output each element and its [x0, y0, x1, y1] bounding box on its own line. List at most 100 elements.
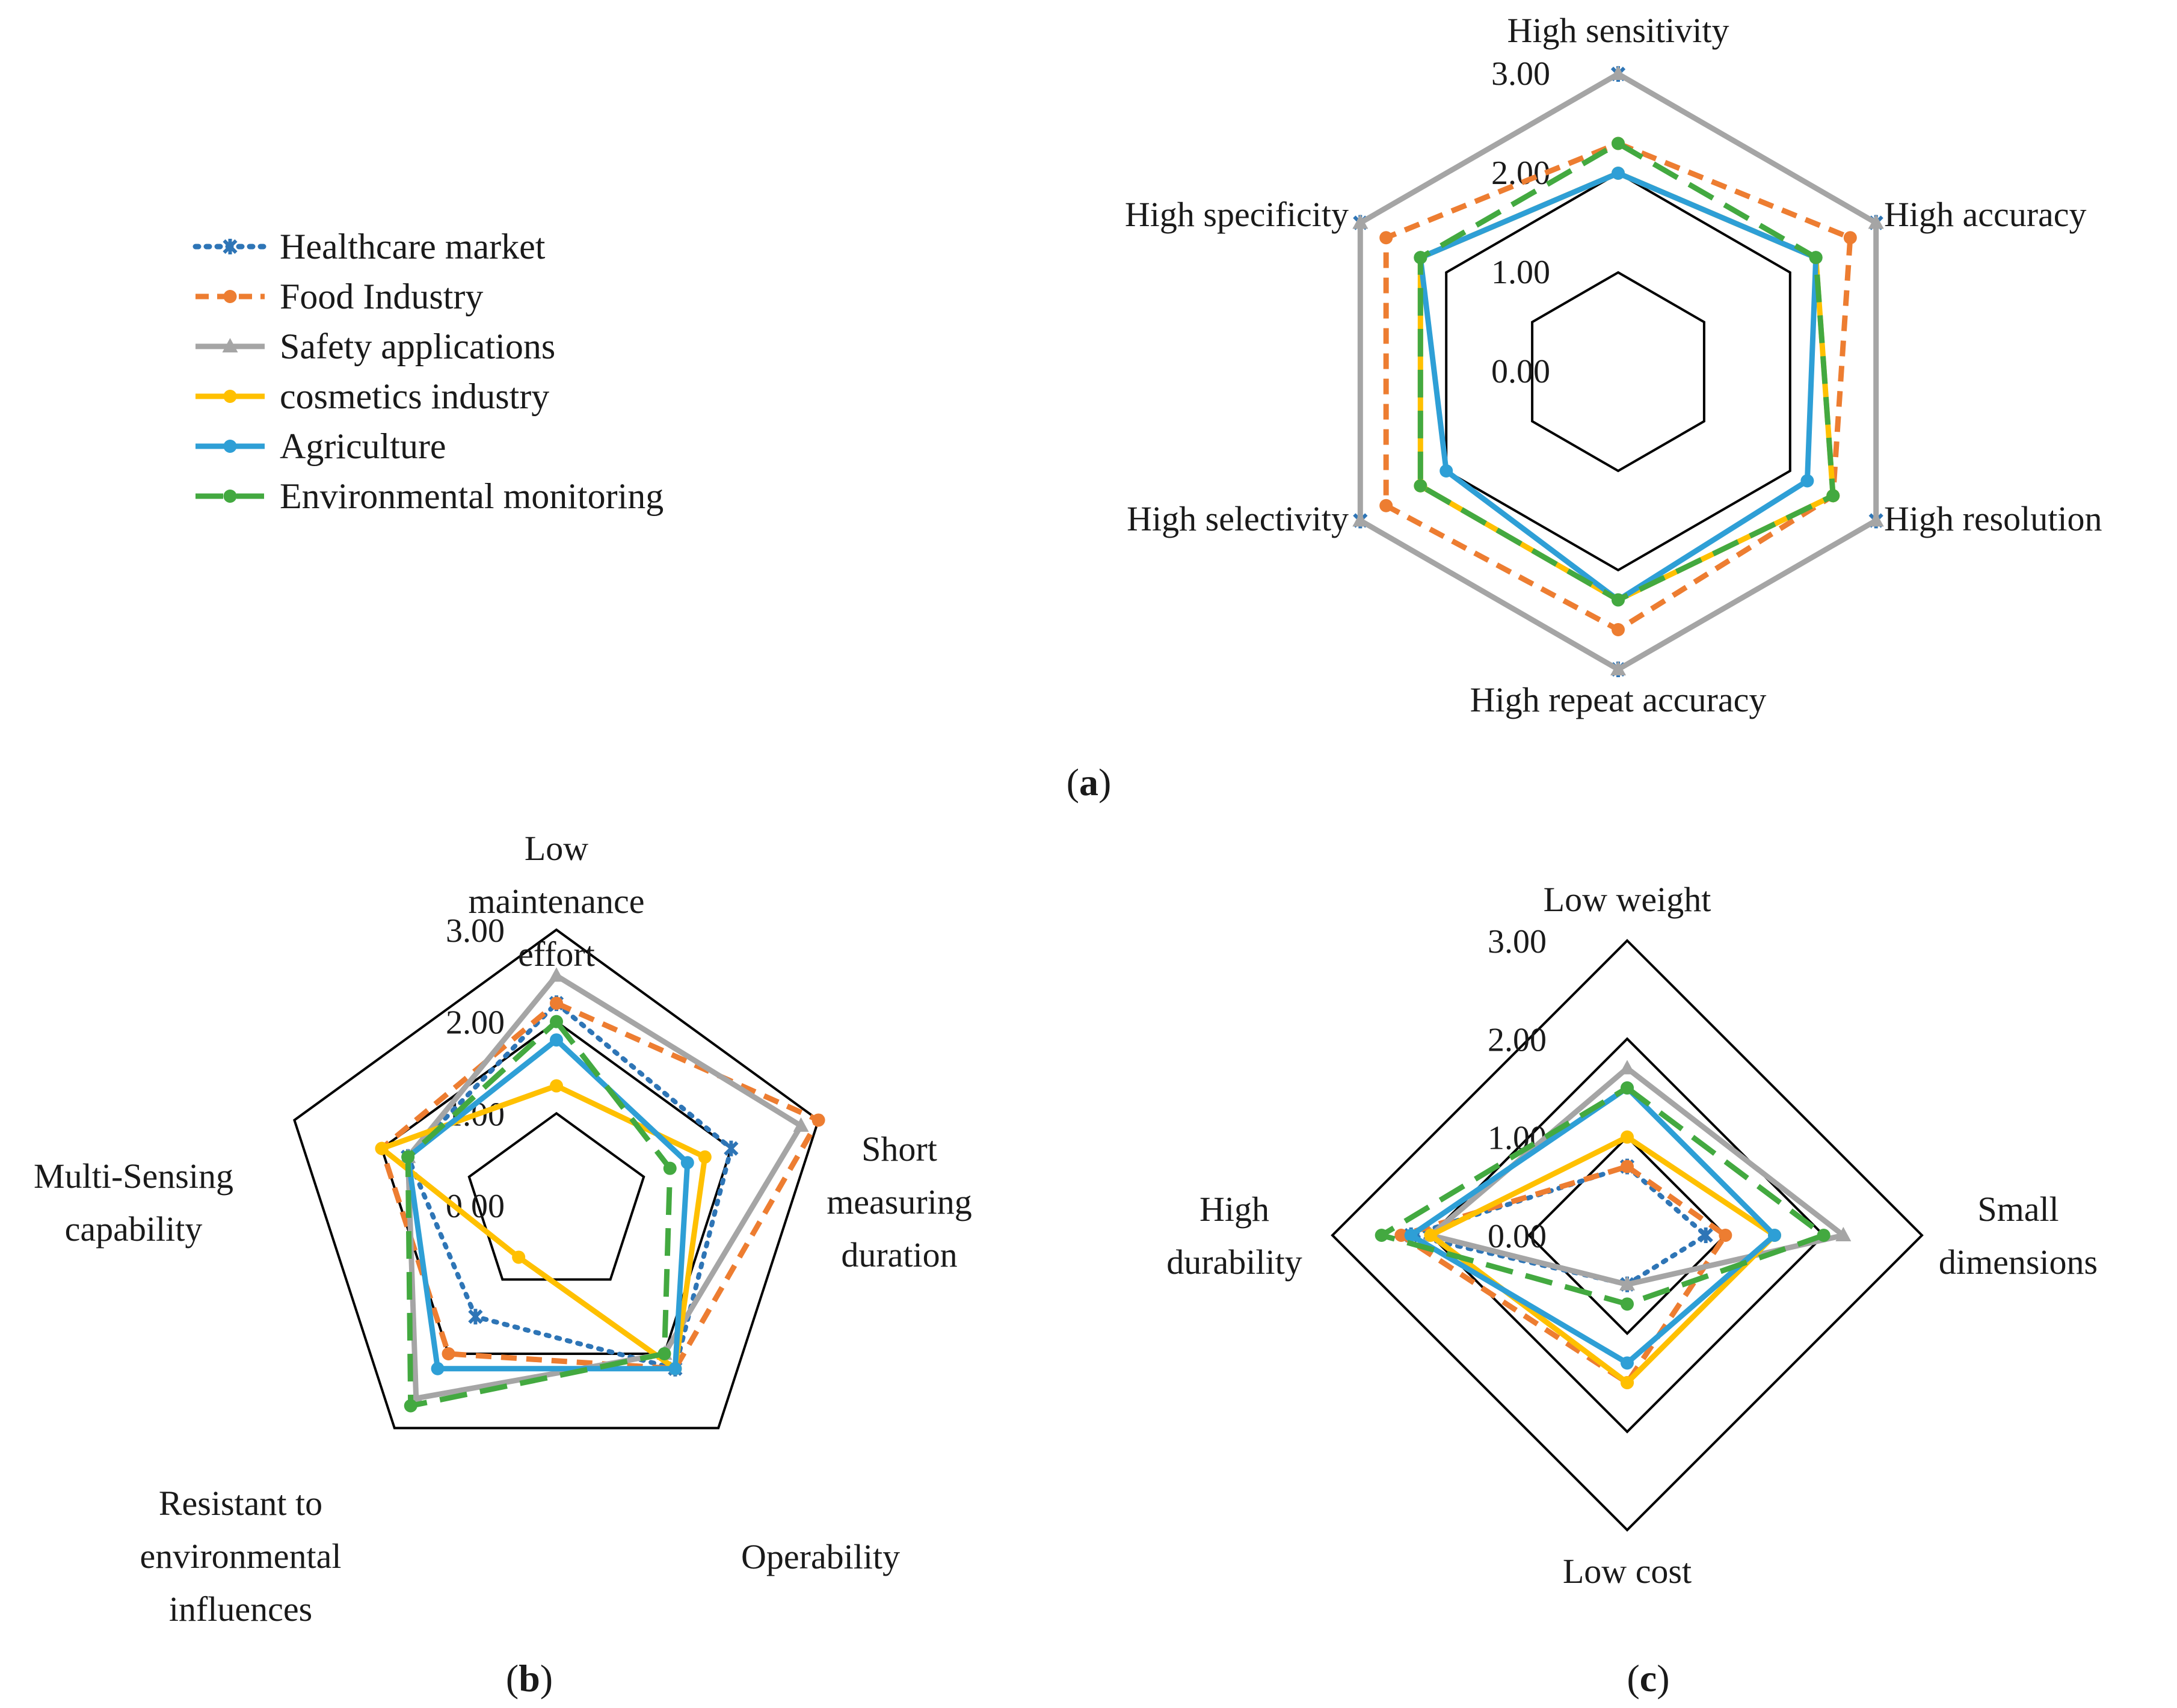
tick-label: 3.00	[446, 912, 505, 950]
data-point	[1621, 1130, 1634, 1144]
radar-series-group	[1375, 1060, 1852, 1389]
legend-label: cosmetics industry	[280, 376, 549, 416]
series-line	[1408, 1085, 1778, 1366]
data-point	[1826, 489, 1840, 503]
series-line	[405, 972, 804, 1401]
series-line	[379, 1000, 822, 1372]
panel-label: (c)	[1627, 1657, 1669, 1700]
data-point	[1817, 1229, 1831, 1242]
series-environmental-monitoring	[401, 1015, 677, 1413]
series-line	[1357, 71, 1879, 672]
tick-label: 1.00	[1491, 254, 1550, 291]
legend-marker	[223, 290, 237, 303]
legend-label: Environmental monitoring	[280, 476, 664, 516]
data-point	[1621, 1356, 1634, 1370]
series-food-industry	[1379, 137, 1857, 636]
axis-label: Operability	[741, 1537, 900, 1576]
legend-label: Food Industry	[280, 277, 483, 316]
data-point	[1809, 251, 1823, 265]
data-point	[549, 967, 564, 982]
data-point	[663, 1161, 677, 1175]
grid-ring	[380, 1020, 733, 1355]
tick-label: 0.00	[1488, 1218, 1547, 1255]
radar-grid	[293, 928, 820, 1430]
data-point	[1621, 1376, 1634, 1389]
series-environmental-monitoring	[1414, 137, 1840, 607]
data-point	[401, 1150, 415, 1164]
radar-series-group	[375, 967, 825, 1413]
grid-ring	[1359, 72, 1877, 671]
legend-marker	[223, 390, 237, 403]
tick-label: 3.00	[1488, 923, 1547, 960]
data-point	[1440, 464, 1453, 478]
data-point	[657, 1347, 671, 1361]
tick-label: 2.00	[446, 1004, 505, 1042]
data-point	[1610, 66, 1626, 80]
series-agriculture	[1404, 1081, 1781, 1370]
data-point	[1612, 137, 1625, 150]
series-line	[1417, 170, 1819, 603]
data-point	[811, 1113, 825, 1127]
data-point	[1610, 661, 1626, 675]
data-point	[724, 1140, 739, 1157]
data-point	[793, 1117, 809, 1132]
data-point	[1414, 479, 1427, 493]
grid-ring	[293, 928, 820, 1430]
series-line	[1383, 141, 1853, 633]
data-point	[1352, 214, 1369, 229]
series-safety-applications	[1352, 66, 1884, 675]
legend-marker	[223, 490, 237, 503]
data-point	[512, 1250, 526, 1264]
data-point	[1868, 214, 1884, 229]
data-point	[1698, 1227, 1713, 1243]
grid-ring	[1331, 939, 1924, 1532]
data-point	[1404, 1229, 1418, 1242]
legend-marker	[223, 440, 237, 453]
legend-item-healthcare-market: Healthcare market	[192, 227, 546, 266]
data-point	[698, 1150, 712, 1164]
axis-label: Low weight	[1544, 880, 1711, 919]
data-point	[1379, 499, 1393, 512]
data-point	[1612, 593, 1625, 607]
grid-ring	[467, 1111, 645, 1281]
axis-label: High accuracy	[1884, 195, 2087, 234]
legend-marker	[222, 338, 238, 352]
series-line	[379, 1083, 708, 1372]
data-point	[1352, 512, 1369, 527]
series-line	[1358, 72, 1879, 672]
axis-label: Low cost	[1563, 1552, 1692, 1591]
data-point	[1621, 1160, 1634, 1173]
data-point	[375, 1141, 389, 1155]
panel-label: (a)	[1067, 761, 1112, 803]
data-point	[1375, 1229, 1388, 1242]
data-point	[1612, 623, 1625, 636]
data-point	[1619, 1060, 1635, 1075]
legend-item-food-industry: Food Industry	[196, 277, 483, 316]
data-point	[1621, 1297, 1634, 1311]
series-line	[405, 1019, 673, 1408]
grid-ring	[1445, 171, 1791, 572]
legend-label: Healthcare market	[280, 227, 546, 266]
data-point	[1835, 1227, 1852, 1241]
data-point	[1719, 1229, 1732, 1242]
panel-label: (b)	[506, 1657, 553, 1700]
data-point	[1843, 231, 1857, 245]
data-point	[431, 1362, 445, 1375]
legend-item-agriculture: Agriculture	[196, 426, 446, 466]
data-point	[468, 1309, 483, 1325]
data-point	[404, 1399, 417, 1413]
data-point	[1394, 1229, 1408, 1242]
data-point	[1619, 1276, 1635, 1291]
data-point	[1612, 167, 1625, 180]
data-point	[550, 1079, 563, 1093]
data-point	[550, 1033, 563, 1047]
tick-label: 2.00	[1491, 155, 1550, 192]
